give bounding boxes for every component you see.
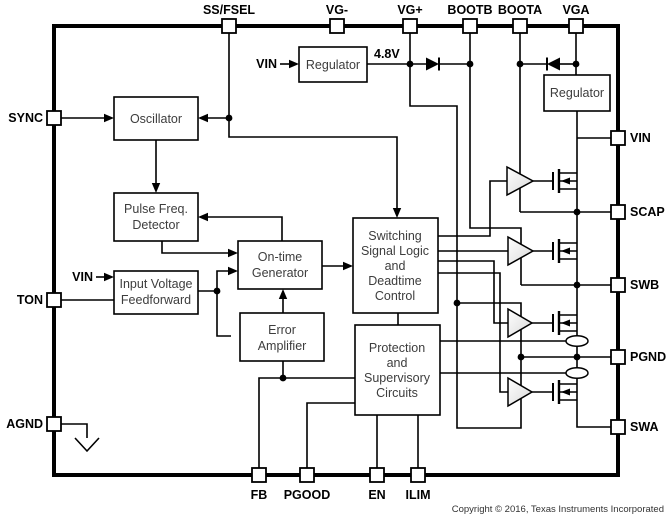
mosfet-group (552, 169, 578, 404)
pin-vin (610, 130, 626, 146)
pin-vg-minus (329, 18, 345, 34)
pin-label-scap: SCAP (630, 205, 665, 219)
diode-icon (426, 57, 440, 71)
net-label-vin: VIN (72, 270, 93, 284)
pin-label-fb: FB (251, 488, 268, 502)
pin-label-en: EN (368, 488, 385, 502)
arrowheads (104, 59, 402, 299)
mosfet-icon (552, 311, 578, 335)
block-on-time-generator (237, 240, 323, 290)
mosfet-icon (552, 169, 578, 193)
pin-label-ilim: ILIM (406, 488, 431, 502)
pin-sync (46, 110, 62, 126)
diode-icon (546, 57, 560, 71)
pin-fb (251, 467, 267, 483)
block-label: Feedforward (121, 293, 191, 307)
net-label-4v8: 4.8V (374, 47, 400, 61)
pin-scap (610, 204, 626, 220)
mosfet-icon (552, 239, 578, 263)
pin-label-swa: SWA (630, 420, 658, 434)
pin-boota (512, 18, 528, 34)
block-label: Signal Logic (361, 244, 429, 258)
block-error-amplifier (239, 312, 325, 362)
block-pulse-freq-detector (113, 192, 199, 242)
pin-pgood (299, 467, 315, 483)
pin-label-vga: VGA (562, 3, 589, 17)
pin-ilim (410, 467, 426, 483)
block-label: Pulse Freq. (124, 202, 188, 216)
pin-label-boota: BOOTA (498, 3, 542, 17)
block-switching-logic (352, 217, 439, 314)
pin-vga (568, 18, 584, 34)
block-label: On-time (258, 250, 303, 264)
pin-label-swb: SWB (630, 278, 659, 292)
pin-label-vin: VIN (630, 131, 651, 145)
pin-label-ton: TON (17, 293, 43, 307)
junction-dots (213, 60, 581, 382)
block-protection (354, 324, 441, 416)
pin-label-vg-plus: VG+ (397, 3, 422, 17)
gate-driver-icon (507, 376, 534, 408)
block-label: Regulator (306, 58, 360, 72)
net-label-vin: VIN (256, 57, 277, 71)
block-regulator-right (543, 74, 611, 112)
pin-label-pgood: PGOOD (284, 488, 331, 502)
block-label: Detector (132, 218, 179, 232)
pin-label-bootb: BOOTB (447, 3, 492, 17)
block-oscillator (113, 96, 199, 141)
pin-en (369, 467, 385, 483)
pin-pgnd (610, 349, 626, 365)
block-label: Deadtime (368, 274, 422, 288)
gate-driver-icon (506, 165, 535, 197)
gate-driver-icon (507, 235, 535, 267)
block-label: and (387, 356, 408, 370)
mosfet-icon (552, 380, 578, 404)
pin-label-agnd: AGND (6, 417, 43, 431)
pin-agnd (46, 416, 62, 432)
pin-bootb (462, 18, 478, 34)
block-label: Protection (369, 341, 425, 355)
block-label: Input Voltage (120, 277, 193, 291)
pin-label-pgnd: PGND (630, 350, 666, 364)
pin-label-vg-minus: VG- (326, 3, 348, 17)
block-label: Amplifier (258, 339, 307, 353)
block-label: Oscillator (130, 112, 182, 126)
current-sense-icon (565, 335, 589, 347)
block-input-voltage-feedforward (113, 270, 199, 315)
pin-vg-plus (402, 18, 418, 34)
block-label: Generator (252, 266, 308, 280)
block-label: and (385, 259, 406, 273)
pin-ss-fsel (221, 18, 237, 34)
pin-ton (46, 292, 62, 308)
block-label: Switching (368, 229, 422, 243)
gate-driver-icon (507, 307, 534, 339)
copyright-text: Copyright © 2016, Texas Instruments Inco… (452, 504, 664, 515)
pin-swa (610, 419, 626, 435)
pin-label-ss-fsel: SS/FSEL (203, 3, 255, 17)
block-label: Supervisory (364, 371, 431, 385)
block-regulator-top (298, 46, 368, 83)
pin-swb (610, 277, 626, 293)
current-sense-icon (565, 367, 589, 379)
pin-label-sync: SYNC (8, 111, 43, 125)
ground-icon (74, 437, 100, 453)
block-label: Regulator (550, 86, 604, 100)
block-label: Circuits (376, 386, 418, 400)
block-label: Error (268, 323, 296, 337)
block-label: Control (375, 289, 415, 303)
